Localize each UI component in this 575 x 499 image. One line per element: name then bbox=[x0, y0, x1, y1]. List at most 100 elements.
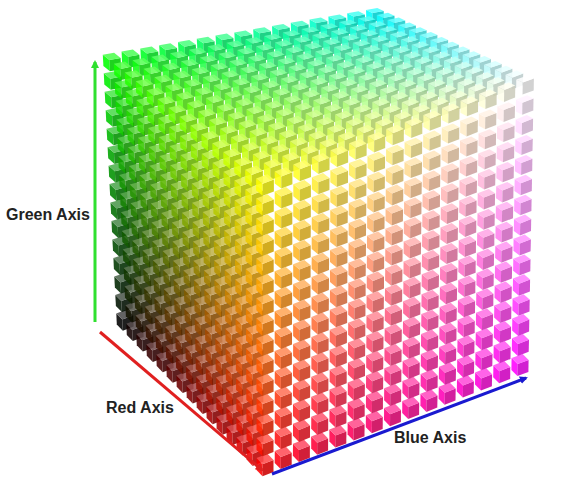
color-cell bbox=[293, 400, 310, 410]
color-cell bbox=[417, 74, 435, 81]
color-cell bbox=[366, 351, 383, 361]
color-cell bbox=[253, 27, 271, 33]
color-cell bbox=[320, 23, 338, 29]
color-cell bbox=[367, 311, 384, 321]
color-cell bbox=[264, 159, 282, 168]
color-cell bbox=[377, 68, 395, 75]
color-cell bbox=[403, 357, 420, 367]
color-cell bbox=[495, 242, 512, 251]
color-cell bbox=[339, 20, 357, 26]
color-cell bbox=[423, 151, 441, 159]
color-cell bbox=[515, 135, 533, 143]
color-cell bbox=[459, 196, 476, 205]
color-cell bbox=[293, 160, 311, 169]
color-cell bbox=[275, 267, 293, 277]
blue-axis-arrow bbox=[272, 378, 526, 474]
color-cell bbox=[327, 124, 345, 132]
color-cell bbox=[281, 76, 299, 83]
color-cell bbox=[200, 55, 218, 62]
color-cell bbox=[242, 142, 260, 151]
color-cell bbox=[316, 117, 334, 125]
color-cell bbox=[294, 36, 312, 42]
color-cell bbox=[257, 414, 274, 424]
color-cell bbox=[275, 227, 293, 237]
color-cell bbox=[422, 290, 439, 300]
color-cell bbox=[240, 66, 258, 73]
color-cell bbox=[513, 294, 530, 304]
color-cell bbox=[228, 111, 246, 119]
color-cell bbox=[170, 51, 188, 58]
color-cell bbox=[312, 173, 330, 182]
color-cell bbox=[380, 86, 398, 94]
color-cell bbox=[478, 209, 495, 218]
color-cell bbox=[275, 287, 292, 297]
color-cell bbox=[311, 392, 328, 402]
color-cell bbox=[259, 62, 277, 69]
color-cell bbox=[468, 84, 486, 92]
color-cell bbox=[348, 279, 365, 289]
color-cell bbox=[375, 118, 393, 126]
color-cell bbox=[222, 70, 240, 77]
color-cell bbox=[459, 256, 476, 265]
color-cell bbox=[422, 250, 439, 259]
color-cell bbox=[478, 149, 496, 157]
color-cell bbox=[396, 63, 414, 70]
color-cell bbox=[180, 114, 198, 122]
color-cell bbox=[404, 178, 422, 187]
color-cell bbox=[273, 88, 291, 96]
color-cell bbox=[442, 124, 460, 132]
color-cell bbox=[374, 51, 392, 58]
color-cell bbox=[250, 128, 268, 137]
color-cell bbox=[441, 223, 458, 232]
color-cell bbox=[320, 138, 338, 147]
color-cell bbox=[330, 326, 347, 336]
color-cell bbox=[272, 144, 290, 153]
color-cell bbox=[444, 57, 462, 64]
color-cell bbox=[198, 108, 216, 116]
color-cell bbox=[441, 203, 458, 212]
color-cell bbox=[256, 374, 273, 384]
color-cell bbox=[262, 81, 280, 88]
color-cell bbox=[256, 254, 273, 264]
color-cell bbox=[338, 132, 356, 141]
color-cell bbox=[293, 280, 310, 290]
color-cell bbox=[340, 79, 358, 86]
color-cell bbox=[261, 136, 279, 145]
color-cell bbox=[312, 193, 330, 202]
color-cell bbox=[265, 101, 283, 109]
color-cell bbox=[391, 92, 409, 100]
color-cell bbox=[287, 116, 305, 124]
color-cell bbox=[455, 62, 473, 69]
color-cell bbox=[181, 59, 199, 66]
color-cell bbox=[367, 192, 385, 201]
color-cell bbox=[415, 57, 433, 64]
color-cell bbox=[154, 75, 172, 83]
color-cell bbox=[283, 30, 301, 36]
color-cell bbox=[331, 29, 349, 35]
color-cell bbox=[367, 252, 384, 261]
color-cell bbox=[312, 233, 330, 243]
color-cell bbox=[458, 79, 476, 86]
color-cell bbox=[312, 313, 329, 323]
color-cell bbox=[208, 44, 226, 51]
color-cell bbox=[342, 35, 360, 41]
color-cell bbox=[494, 301, 511, 311]
color-cell bbox=[423, 190, 440, 199]
color-cell bbox=[383, 105, 401, 113]
color-cell bbox=[214, 82, 232, 90]
color-cell bbox=[442, 104, 460, 112]
color-cell bbox=[459, 236, 476, 245]
color-cell bbox=[293, 220, 311, 230]
color-cell bbox=[409, 27, 427, 33]
color-cell bbox=[384, 404, 401, 414]
color-cell bbox=[399, 80, 417, 87]
color-cell bbox=[254, 93, 272, 101]
color-cell bbox=[256, 274, 273, 284]
color-cell bbox=[476, 348, 493, 358]
color-cell bbox=[440, 263, 457, 272]
color-cell bbox=[421, 370, 438, 380]
color-cell bbox=[477, 269, 494, 278]
color-cell bbox=[405, 158, 423, 167]
color-cell bbox=[413, 105, 431, 113]
color-cell bbox=[372, 98, 390, 106]
